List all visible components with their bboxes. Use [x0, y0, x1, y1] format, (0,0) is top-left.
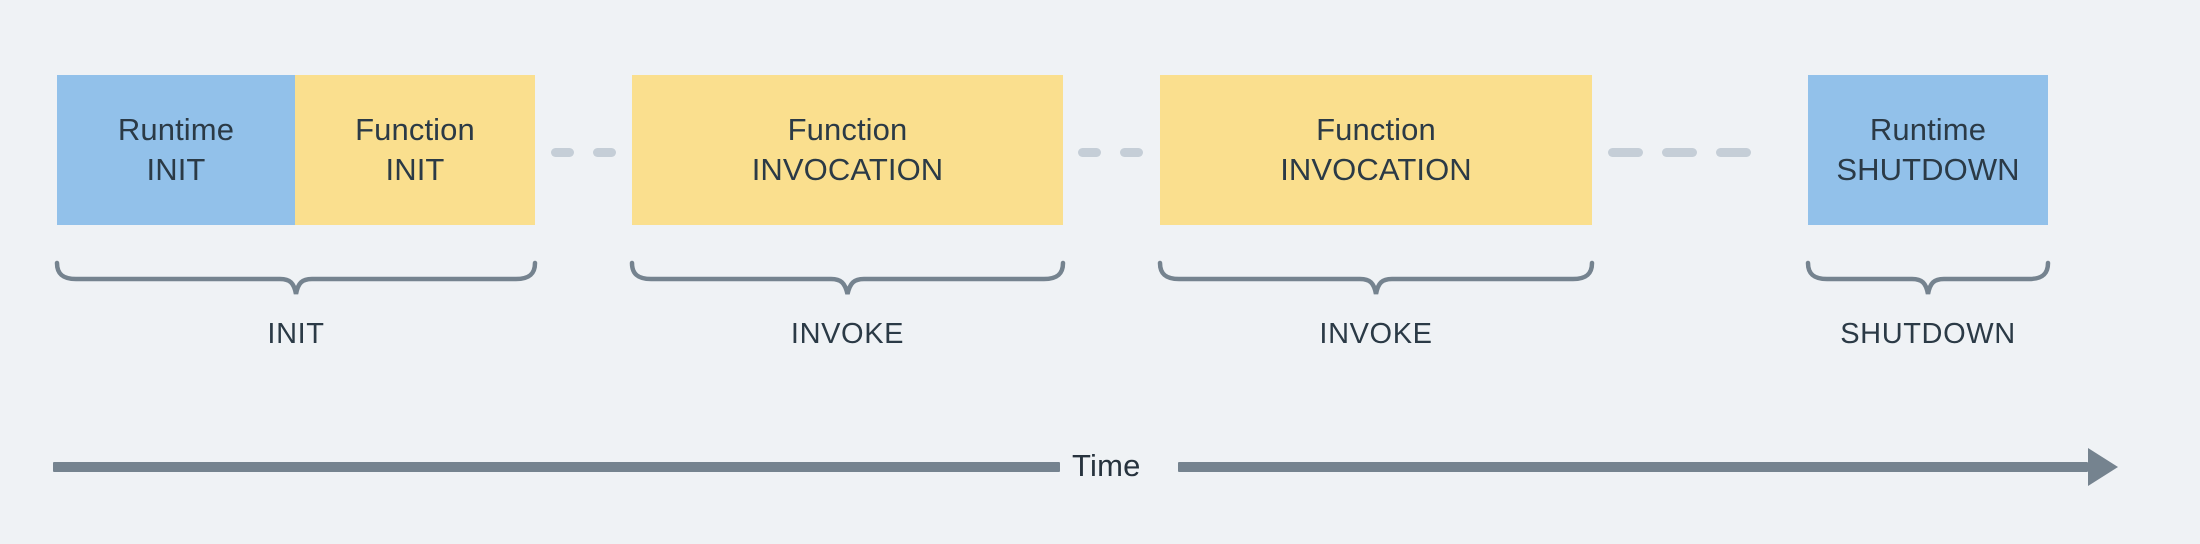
box-runtime-init-line1: Runtime: [117, 112, 235, 148]
brace-invoke-1: [629, 258, 1066, 298]
box-function-invocation-2-line2: INVOCATION: [1280, 152, 1472, 187]
dash-segment: [1716, 148, 1751, 157]
connector-1: [551, 148, 616, 157]
brace-init-svg: [54, 260, 538, 295]
group-label-invoke-1: INVOKE: [790, 318, 905, 350]
box-function-init-line2: INIT: [385, 152, 445, 187]
time-axis-label: Time: [1072, 448, 1141, 483]
brace-shutdown-svg: [1805, 260, 2051, 295]
group-label-invoke-2: INVOKE: [1319, 318, 1433, 350]
dash-segment: [1662, 148, 1697, 157]
connector-2: [1078, 148, 1143, 157]
group-label-shutdown: SHUTDOWN: [1840, 318, 2016, 350]
box-runtime-shutdown-line2: SHUTDOWN: [1836, 152, 2020, 187]
box-function-invocation-2-line1: Function: [1316, 112, 1436, 148]
box-function-invocation-1-line2: INVOCATION: [751, 152, 944, 187]
box-runtime-shutdown: Runtime SHUTDOWN: [1808, 75, 2048, 225]
dash-segment: [1078, 148, 1101, 157]
box-function-init: Function INIT: [295, 75, 535, 225]
time-axis-arrowhead-icon: [2088, 448, 2118, 486]
box-function-init-line1: Function: [355, 112, 475, 148]
dash-segment: [1120, 148, 1143, 157]
brace-init: [54, 258, 538, 298]
brace-shutdown: [1805, 258, 2051, 298]
box-function-invocation-2: Function INVOCATION: [1160, 75, 1592, 225]
time-axis-line-right: [1178, 462, 2088, 472]
brace-invoke-2: [1157, 258, 1595, 298]
dash-segment: [1608, 148, 1643, 157]
brace-invoke-1-svg: [629, 260, 1066, 295]
box-function-invocation-1: Function INVOCATION: [632, 75, 1063, 225]
dash-segment: [551, 148, 574, 157]
box-runtime-shutdown-line1: Runtime: [1869, 112, 1987, 148]
connector-3: [1608, 148, 1793, 157]
box-function-invocation-1-line1: Function: [787, 112, 908, 148]
time-axis-line-left: [53, 462, 1060, 472]
dash-segment: [593, 148, 616, 157]
box-runtime-init: Runtime INIT: [57, 75, 295, 225]
group-label-init: INIT: [267, 318, 325, 350]
box-runtime-init-line2: INIT: [146, 152, 206, 187]
brace-invoke-2-svg: [1157, 260, 1595, 295]
